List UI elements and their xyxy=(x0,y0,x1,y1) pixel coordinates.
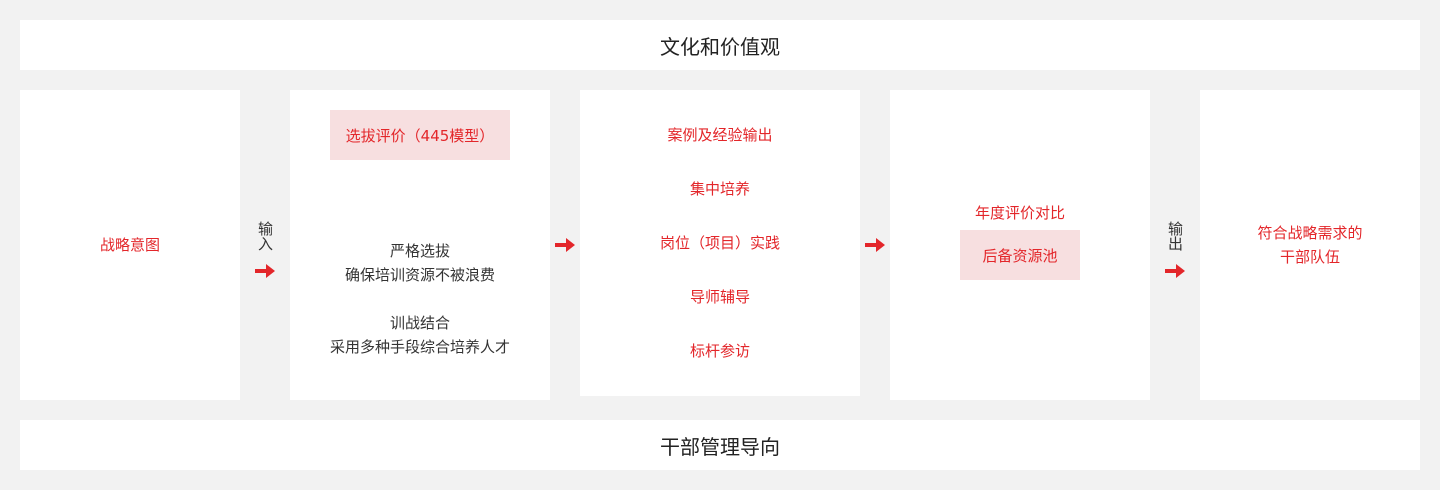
list-item: 集中培养 xyxy=(689,180,750,198)
strategic-cadre-box: 符合战略需求的 干部队伍 xyxy=(1200,90,1420,400)
strict-selection-desc: 确保培训资源不被浪费 xyxy=(344,266,495,284)
annual-evaluation-label: 年度评价对比 xyxy=(974,204,1065,222)
selection-evaluation-tag-text: 选拔评价（445模型） xyxy=(345,126,495,145)
output-label-text: 输出 xyxy=(1166,221,1184,251)
strategy-intent-text: 战略意图 xyxy=(99,236,160,254)
selection-evaluation-box: 选拔评价（445模型） 严格选拔 确保培训资源不被浪费 训战结合 采用多种手段综… xyxy=(290,90,550,400)
strategic-cadre-line2: 干部队伍 xyxy=(1279,248,1340,266)
list-item: 案例及经验输出 xyxy=(667,126,773,144)
reserve-pool-tag: 后备资源池 xyxy=(960,230,1080,280)
cadre-management-band: 干部管理导向 xyxy=(20,420,1420,470)
training-combat-title: 训战结合 xyxy=(389,314,450,332)
training-combat-desc: 采用多种手段综合培养人才 xyxy=(329,338,510,356)
selection-evaluation-tag: 选拔评价（445模型） xyxy=(330,110,510,160)
culture-values-band: 文化和价值观 xyxy=(20,20,1420,70)
list-item: 岗位（项目）实践 xyxy=(659,234,780,252)
arrow-right-icon xyxy=(865,238,885,252)
input-label: 输入 xyxy=(255,221,275,255)
arrow-right-icon xyxy=(555,238,575,252)
list-item: 导师辅导 xyxy=(689,288,750,306)
strict-selection-title: 严格选拔 xyxy=(389,242,450,260)
output-label: 输出 xyxy=(1165,221,1185,255)
strategic-cadre-line1: 符合战略需求的 xyxy=(1257,224,1363,242)
strict-selection-paragraph: 严格选拔 确保培训资源不被浪费 xyxy=(290,239,550,287)
annual-evaluation-box: 年度评价对比 后备资源池 xyxy=(890,90,1150,400)
training-combat-paragraph: 训战结合 采用多种手段综合培养人才 xyxy=(290,311,550,359)
cadre-management-text: 干部管理导向 xyxy=(660,434,780,459)
arrow-right-icon xyxy=(255,264,275,278)
culture-values-text: 文化和价值观 xyxy=(660,34,780,59)
training-methods-box: 案例及经验输出 集中培养 岗位（项目）实践 导师辅导 标杆参访 xyxy=(580,90,860,396)
arrow-right-icon xyxy=(1165,264,1185,278)
list-item: 标杆参访 xyxy=(689,342,750,360)
strategy-intent-box: 战略意图 xyxy=(20,90,240,400)
input-label-text: 输入 xyxy=(256,221,274,251)
reserve-pool-tag-text: 后备资源池 xyxy=(982,246,1058,265)
